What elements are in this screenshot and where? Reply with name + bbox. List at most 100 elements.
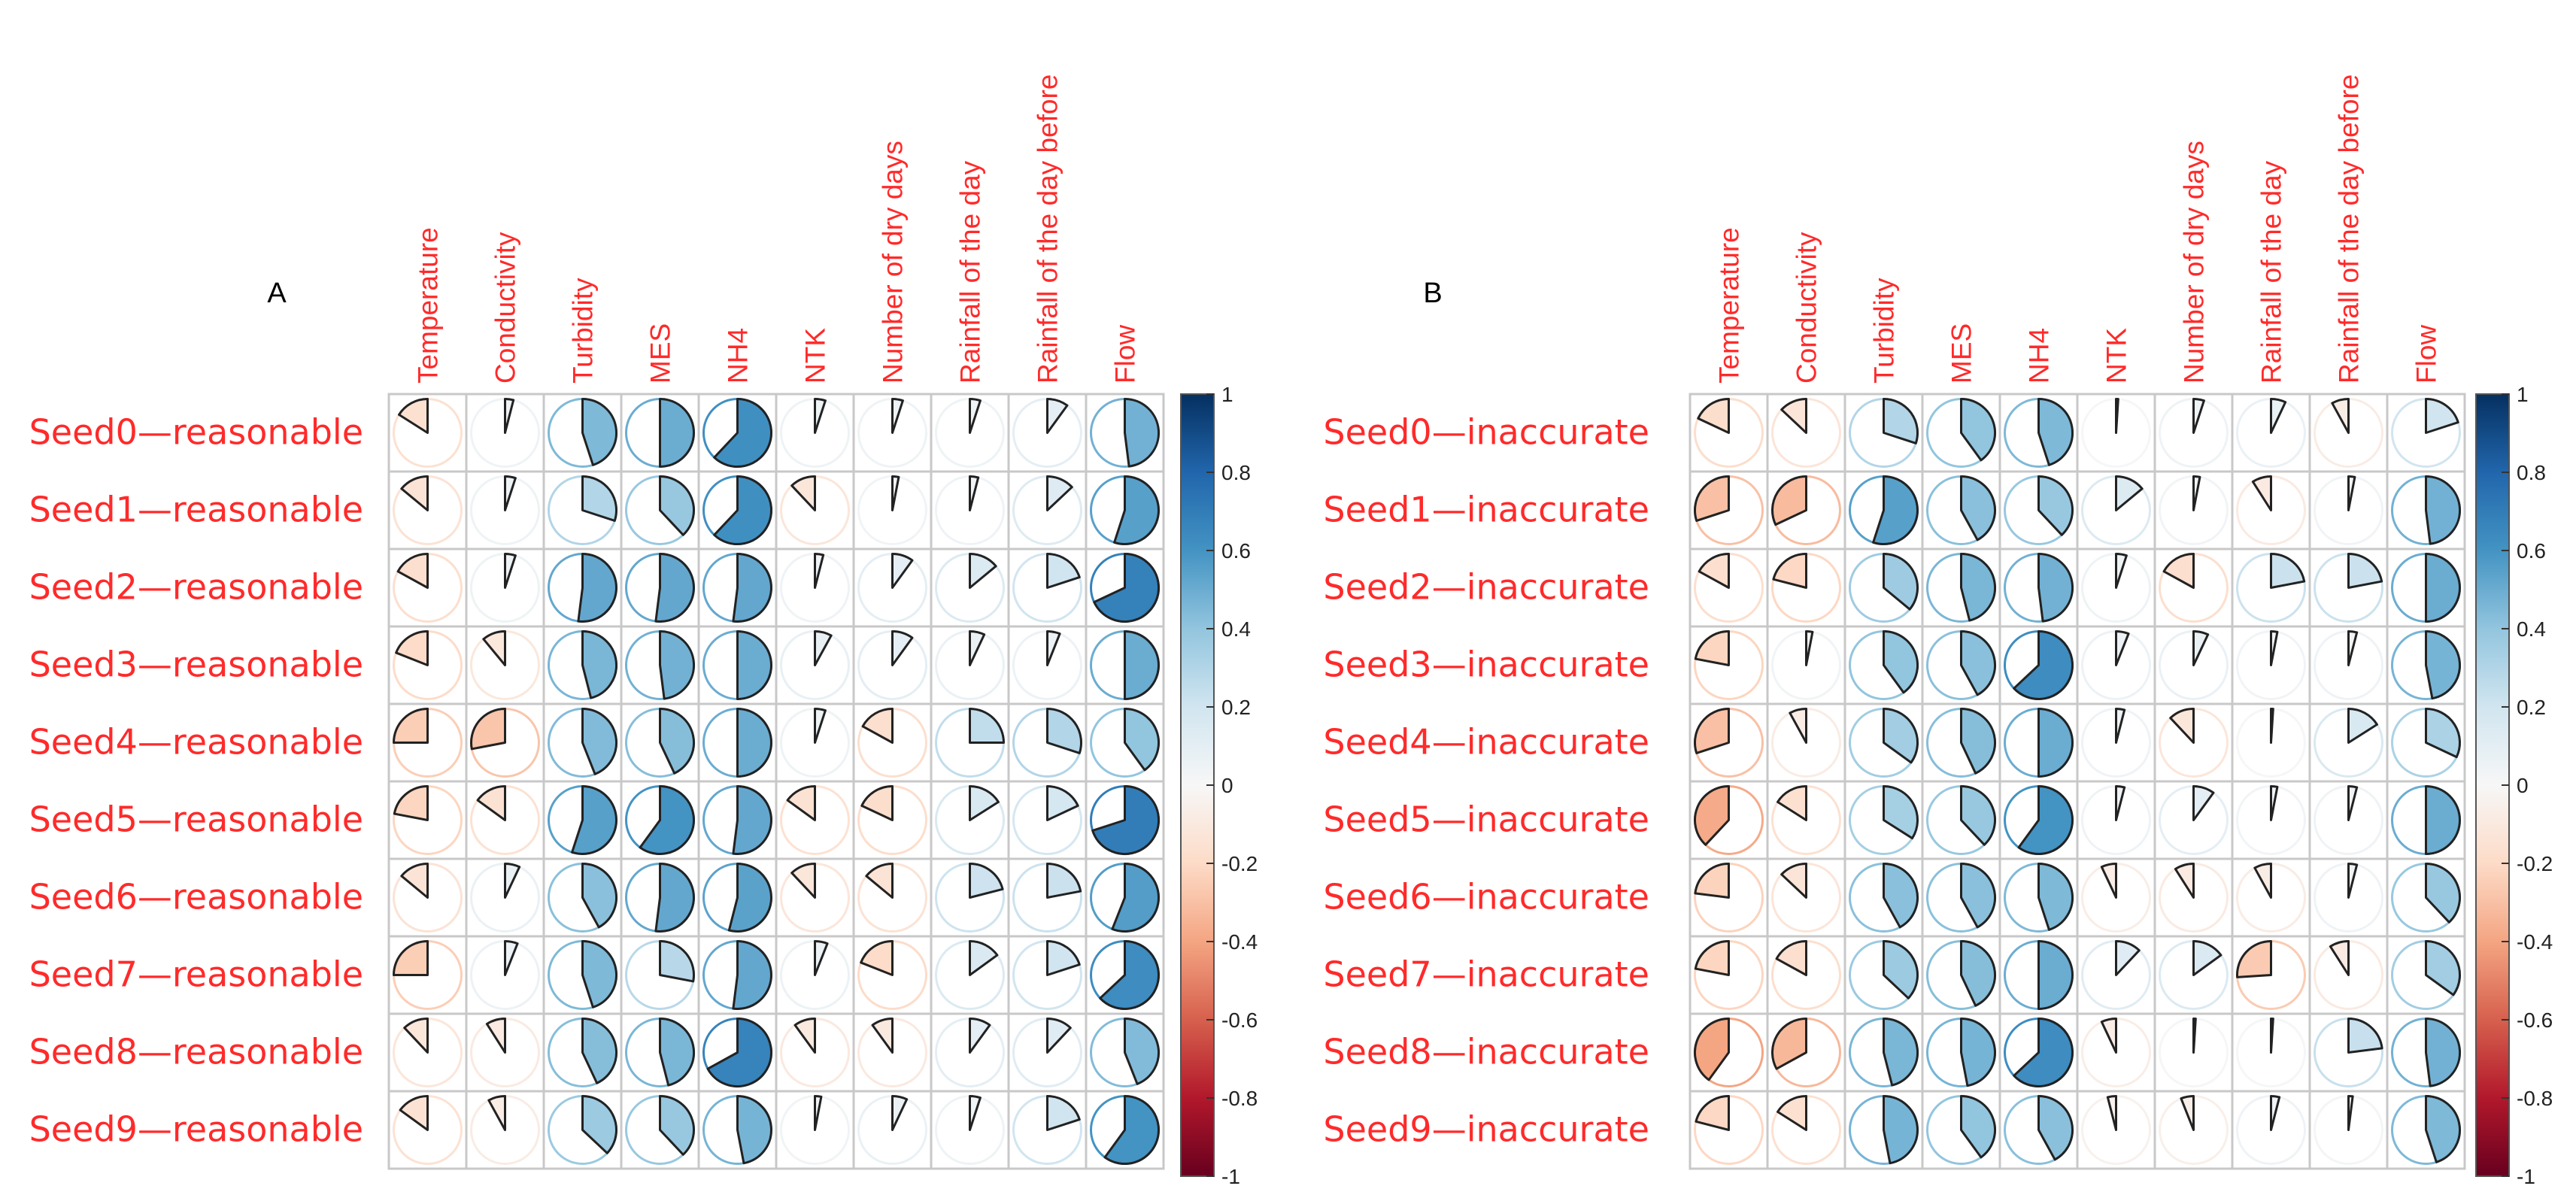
pie-wedge <box>1960 398 1996 462</box>
row-label: Seed6—inaccurate <box>1323 877 1649 917</box>
pie-wedge <box>1776 785 1807 821</box>
pie-wedge <box>2106 1094 2117 1131</box>
pie-wedge <box>2037 398 2074 466</box>
pie-wedge <box>736 708 772 778</box>
pie-wedge <box>2270 1018 2274 1054</box>
scale-tick-label: 0.4 <box>2517 617 2546 641</box>
column-label: Temperature <box>1714 227 1745 384</box>
row-label: Seed5—inaccurate <box>1323 799 1649 840</box>
pie-wedge <box>969 1094 982 1131</box>
pie-wedge <box>2180 1095 2195 1131</box>
pie-wedge <box>659 630 696 700</box>
pie-wedge <box>2425 1095 2461 1163</box>
scale-tick-label: 1 <box>1221 383 1233 406</box>
pie-wedge <box>2329 940 2350 976</box>
pie-wedge <box>1883 1018 1919 1087</box>
pie-wedge <box>1694 1018 1730 1081</box>
pie-wedge <box>1694 863 1730 899</box>
pie-wedge <box>395 630 429 666</box>
pie-wedge <box>2037 1095 2074 1161</box>
pie-wedge <box>393 708 429 744</box>
pie-wedge <box>1883 940 1919 999</box>
pie-wedge <box>1124 398 1161 468</box>
pie-wedge <box>1046 708 1082 754</box>
pie-wedge <box>793 1018 816 1054</box>
pie-wedge <box>1960 475 1996 541</box>
pie-wedge <box>581 1095 617 1154</box>
pie-wedge <box>706 1018 772 1087</box>
pie-wedge <box>659 1018 696 1087</box>
scale-tick-label: -0.4 <box>1221 930 1258 954</box>
pie-wedge <box>1960 630 1996 696</box>
row-label: Seed1—inaccurate <box>1323 490 1649 530</box>
pie-wedge <box>1883 863 1919 929</box>
pie-wedge <box>1960 863 1996 929</box>
pie-wedge <box>1694 940 1730 976</box>
pie-wedge <box>2013 1018 2074 1087</box>
pie-wedge <box>398 398 429 434</box>
pie-wedge <box>2017 785 2074 855</box>
scale-tick-label: -0.6 <box>2517 1008 2553 1032</box>
column-label: NH4 <box>2024 328 2055 384</box>
pie-wedge <box>1772 553 1807 589</box>
pie-wedge <box>659 708 695 775</box>
row-label: Seed3—reasonable <box>29 645 363 685</box>
pie-wedge <box>732 785 772 855</box>
pie-wedge <box>2115 398 2119 434</box>
column-label: Rainfall of the day <box>955 160 986 384</box>
row-label: Seed4—inaccurate <box>1323 722 1649 763</box>
scale-tick-label: 0.4 <box>1221 617 1251 641</box>
pie-wedge <box>1960 940 1996 1007</box>
pie-wedge <box>2236 940 2272 978</box>
pie-wedge <box>2347 1018 2383 1054</box>
row-label: Seed7—inaccurate <box>1323 954 1649 995</box>
pie-wedge <box>814 707 827 744</box>
pie-wedge <box>2270 708 2274 744</box>
scale-tick-label: 0 <box>1221 774 1233 797</box>
column-label: Conductivity <box>1792 232 1822 384</box>
pie-wedge <box>1771 1018 1807 1070</box>
pie-wedge <box>2037 940 2074 1010</box>
pie-wedge <box>2347 708 2378 744</box>
pie-wedge <box>2270 553 2306 589</box>
pie-wedge <box>1103 1095 1160 1165</box>
pie-wedge <box>2425 940 2461 996</box>
row-label: Seed0—reasonable <box>29 412 363 453</box>
pie-wedge <box>2037 863 2074 931</box>
pie-wedge <box>891 1095 909 1131</box>
pie-wedge <box>1093 553 1160 623</box>
row-label: Seed9—inaccurate <box>1323 1109 1649 1150</box>
column-label: Flow <box>1110 325 1141 384</box>
pie-wedge <box>891 397 904 434</box>
pie-wedge <box>1780 398 1807 434</box>
pie-wedge <box>969 475 980 511</box>
pie-wedge <box>581 1018 617 1084</box>
pie-wedge <box>1960 708 1996 775</box>
pie-wedge <box>1099 940 1160 1010</box>
pie-wedge <box>2347 784 2359 821</box>
scale-tick-label: 0.8 <box>1221 461 1251 484</box>
pie-wedge <box>1771 475 1807 526</box>
pie-wedge <box>2115 707 2126 744</box>
scale-tick-label: -0.2 <box>2517 852 2553 875</box>
pie-wedge <box>659 475 695 536</box>
scale-tick-label: -0.4 <box>2517 930 2553 954</box>
pie-wedge <box>2425 863 2461 924</box>
column-label: Rainfall of the day <box>2256 160 2287 384</box>
pie-wedge <box>396 553 429 589</box>
pie-wedge <box>2115 784 2126 821</box>
pie-wedge <box>969 553 997 589</box>
pie-wedge <box>581 708 618 775</box>
pie-wedge <box>1124 1018 1161 1085</box>
pie-wedge <box>399 1095 429 1131</box>
pie-wedge <box>871 1018 894 1054</box>
pie-wedge <box>1694 630 1730 666</box>
pie-wedge <box>969 940 999 976</box>
pie-wedge <box>2115 552 2128 589</box>
pie-wedge <box>400 863 429 899</box>
row-label: Seed8—inaccurate <box>1323 1032 1649 1072</box>
pie-wedge <box>393 785 429 821</box>
column-label: Number of dry days <box>878 141 909 384</box>
row-label: Seed1—reasonable <box>29 490 363 530</box>
